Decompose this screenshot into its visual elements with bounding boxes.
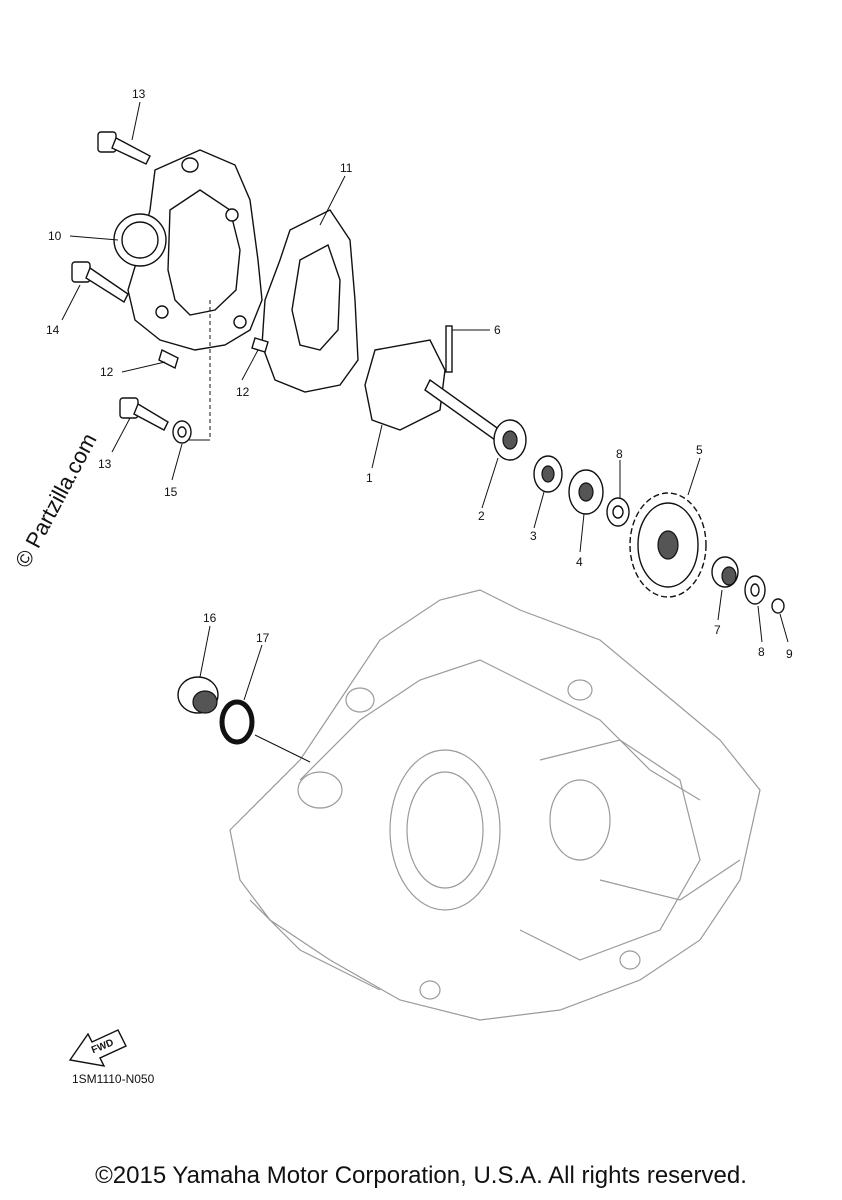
dowel-pin-right: [251, 337, 269, 353]
fwd-arrow-icon: FWD: [68, 1029, 127, 1067]
callout-2: 2: [478, 509, 485, 523]
washer: [172, 420, 192, 444]
callout-11: 11: [340, 161, 353, 175]
shaft-pin: [445, 325, 453, 373]
bolt-lower: [119, 397, 169, 431]
bearing-outer: [493, 419, 527, 461]
washer-upper: [606, 497, 630, 527]
callout-16: 16: [203, 611, 217, 625]
callout-8-upper: 8: [616, 447, 623, 461]
dowel-pin-left: [158, 349, 179, 369]
callout-14: 14: [46, 323, 60, 337]
bolt-side: [71, 261, 129, 304]
bolt-upper: [97, 131, 151, 165]
crankcase-collar: [177, 676, 219, 714]
callout-17: 17: [256, 631, 270, 645]
oil-seal: [533, 455, 563, 493]
crankcase-outline: [229, 589, 761, 1021]
bearing-inner: [568, 469, 604, 515]
callout-9: 9: [786, 647, 793, 661]
drive-gear: [629, 492, 707, 598]
collar: [711, 556, 739, 588]
callout-7: 7: [714, 623, 721, 637]
circlip: [771, 598, 785, 614]
callout-8-lower: 8: [758, 645, 765, 659]
callout-4: 4: [576, 555, 583, 569]
cover-gasket: [261, 209, 359, 393]
crankcase-o-ring: [219, 699, 311, 763]
callout-12-left: 12: [100, 365, 114, 379]
callout-3: 3: [530, 529, 537, 543]
housing-o-ring: [113, 213, 167, 267]
callout-13-upper: 13: [132, 87, 146, 101]
callout-labels: 13 11 10 14 12 12 6 13 15 1 2 3 4 8 5 7 …: [46, 87, 793, 661]
callout-12-right: 12: [236, 385, 250, 399]
callout-5: 5: [696, 443, 703, 457]
callout-10: 10: [48, 229, 62, 243]
water-pump-housing: [127, 149, 263, 441]
copyright-notice: ©2015 Yamaha Motor Corporation, U.S.A. A…: [95, 1162, 747, 1189]
leader-lines: [61, 101, 789, 701]
washer-lower: [744, 575, 766, 605]
callout-6: 6: [494, 323, 501, 337]
callout-15: 15: [164, 485, 178, 499]
callout-13-lower: 13: [98, 457, 112, 471]
impeller-shaft: [364, 339, 501, 442]
diagram-code: 1SM1110-N050: [72, 1072, 155, 1086]
callout-1: 1: [366, 471, 373, 485]
